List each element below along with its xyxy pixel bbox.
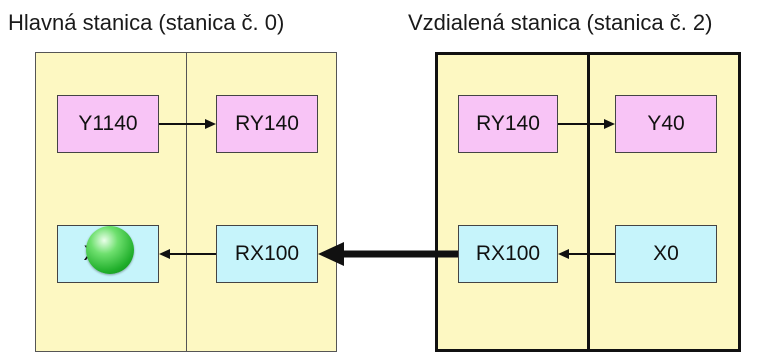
remote-link-input-box: RX100	[458, 225, 558, 283]
remote-station-divider	[587, 52, 590, 352]
master-station-title: Hlavná stanica (stanica č. 0)	[8, 10, 285, 35]
master-station-divider	[186, 52, 187, 352]
master-link-output-box: RY140	[216, 95, 318, 153]
remote-link-output-box: RY140	[458, 95, 558, 153]
remote-output-device-box: Y40	[615, 95, 717, 153]
master-link-input-box: RX100	[216, 225, 318, 283]
master-output-device-box: Y1140	[57, 95, 159, 153]
status-indicator-light	[86, 226, 134, 274]
remote-input-device-box: X0	[615, 225, 717, 283]
remote-station-title: Vzdialená stanica (stanica č. 2)	[408, 10, 713, 35]
